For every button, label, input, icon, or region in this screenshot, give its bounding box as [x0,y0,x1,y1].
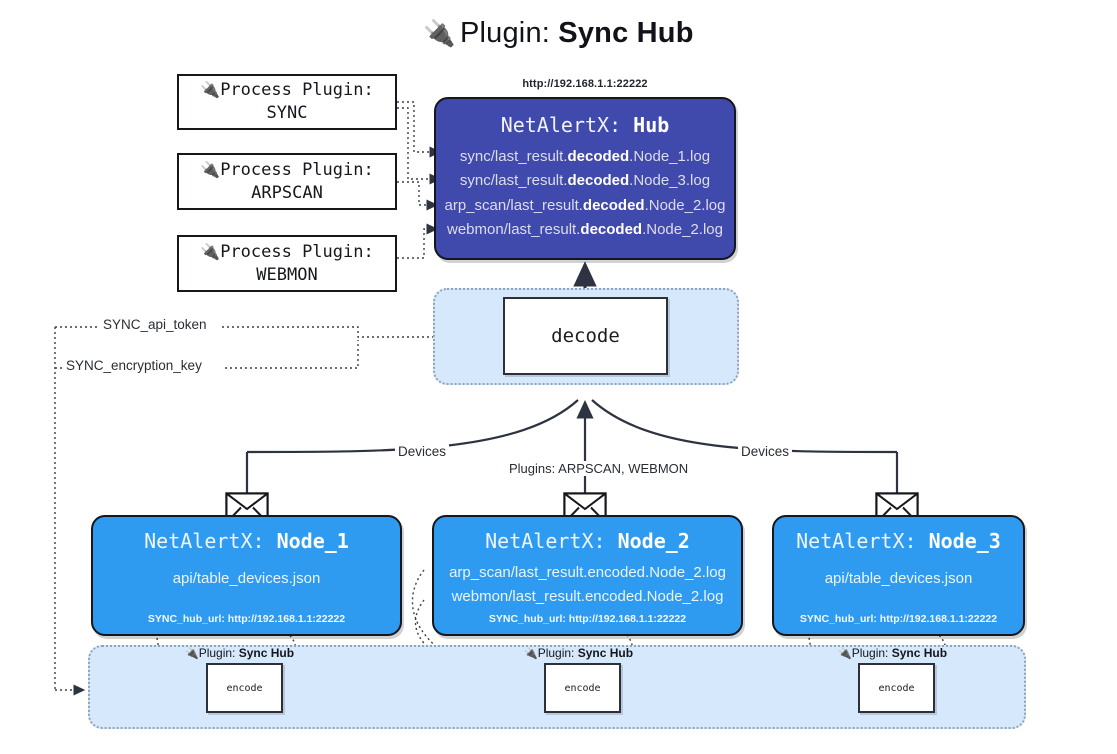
plug-icon: 🔌 [200,80,221,100]
process-plugin-label: Process Plugin: [220,80,374,101]
encode-label: encode [878,682,915,694]
decode-label: decode [551,325,620,347]
node-box-node-2[interactable]: NetAlertX: Node_2 arp_scan/last_result.e… [432,515,743,636]
edge-label-devices-left: Devices [395,444,450,459]
node-title: NetAlertX: Node_3 [796,529,1001,553]
plug-icon: 🔌 [838,648,852,660]
hub-title-name: Hub [633,113,670,137]
process-plugin-name: ARPSCAN [251,182,323,203]
plug-icon: 🔌 [200,159,221,179]
hub-log-item: arp_scan/last_result.decoded.Node_2.log [444,196,726,214]
process-plugin-sync[interactable]: 🔌Process Plugin: SYNC [177,74,397,130]
hub-url: http://192.168.1.1:22222 [522,78,648,90]
hub-log-item: sync/last_result.decoded.Node_3.log [459,172,711,190]
secret-label-api-token: SYNC_api_token [100,317,210,332]
decode-box[interactable]: decode [503,297,668,375]
node-line: api/table_devices.json [172,570,321,587]
encoder-caption-node-2: 🔌Plugin: Sync Hub [524,646,634,660]
plug-icon: 🔌 [524,648,538,660]
node-title: NetAlertX: Node_1 [144,529,349,553]
edge-label-devices-right: Devices [738,444,793,459]
process-plugin-name: WEBMON [256,264,318,285]
process-plugin-webmon[interactable]: 🔌Process Plugin: WEBMON [177,235,397,292]
hub-title: NetAlertX: Hub [436,113,734,137]
hub-title-prefix: NetAlertX: [500,113,634,137]
node-box-node-3[interactable]: NetAlertX: Node_3 api/table_devices.json… [772,515,1025,636]
hub-node[interactable]: NetAlertX: Hub sync/last_result.decoded.… [434,97,736,260]
encode-label: encode [564,682,601,694]
edge-label-plugins-center: Plugins: ARPSCAN, WEBMON [506,461,692,476]
plug-icon: 🔌 [423,18,456,48]
hub-log-list: sync/last_result.decoded.Node_1.log sync… [436,145,734,242]
encode-label: encode [226,682,263,694]
process-plugin-arpscan[interactable]: 🔌Process Plugin: ARPSCAN [177,153,397,210]
node-footer: SYNC_hub_url: http://192.168.1.1:22222 [147,613,346,625]
page-title-name: Sync Hub [558,17,694,49]
node-line: api/table_devices.json [824,570,973,587]
node-footer: SYNC_hub_url: http://192.168.1.1:22222 [488,613,687,625]
node-line: webmon/last_result.encoded.Node_2.log [451,587,724,605]
node-title-name: Node_1 [276,529,349,553]
page-title: 🔌Plugin: Sync Hub [0,16,1117,51]
node-footer: SYNC_hub_url: http://192.168.1.1:22222 [799,613,998,625]
node-title-name: Node_3 [928,529,1001,553]
plug-icon: 🔌 [185,648,199,660]
encoder-caption-node-1: 🔌Plugin: Sync Hub [185,646,295,660]
page-title-prefix: Plugin: [459,17,559,49]
hub-log-item: sync/last_result.decoded.Node_1.log [459,148,711,165]
secret-label-encryption-key: SYNC_encryption_key [63,358,205,373]
process-plugin-label: Process Plugin: [220,159,374,180]
process-plugin-label: Process Plugin: [220,241,374,262]
encode-box-node-2[interactable]: encode [544,663,621,713]
node-line: arp_scan/last_result.encoded.Node_2.log [449,564,726,581]
node-title-name: Node_2 [617,529,690,553]
encoder-caption-node-3: 🔌Plugin: Sync Hub [838,646,948,660]
node-box-node-1[interactable]: NetAlertX: Node_1 api/table_devices.json… [91,515,402,636]
process-plugin-name: SYNC [266,103,308,123]
hub-log-item: webmon/last_result.decoded.Node_2.log [447,220,723,238]
node-title: NetAlertX: Node_2 [485,529,690,553]
encode-box-node-1[interactable]: encode [206,663,283,713]
encode-box-node-3[interactable]: encode [858,663,935,713]
plug-icon: 🔌 [200,241,221,261]
